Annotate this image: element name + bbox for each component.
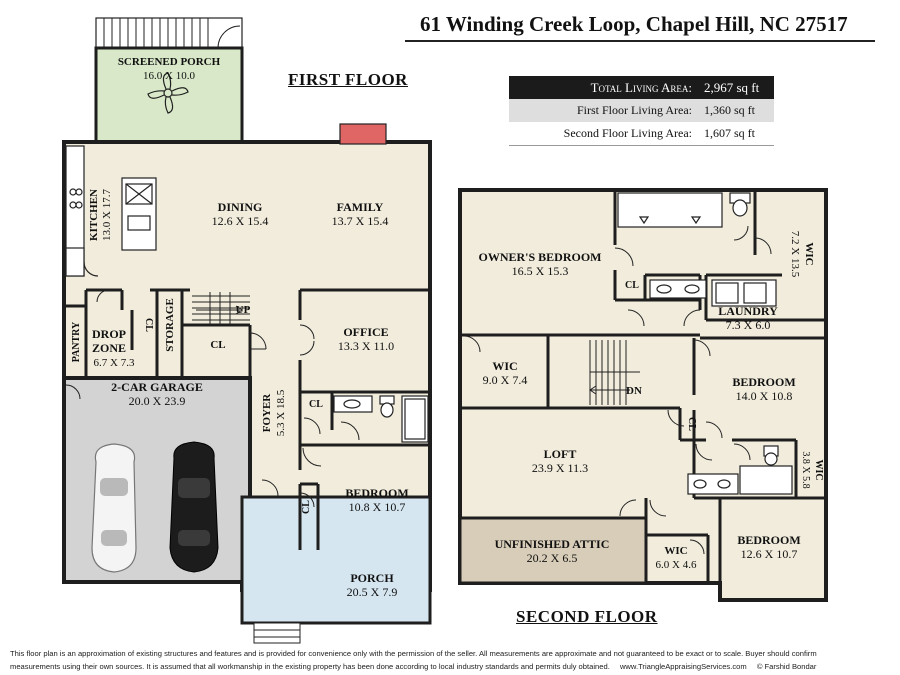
laundry-dim: 7.3 X 6.0 (726, 318, 771, 332)
foyer-label: FOYER (261, 393, 273, 433)
second-floor-plan: OWNER'S BEDROOM 16.5 X 15.3 WIC 7.2 X 13… (458, 188, 828, 602)
second-floor-area-row: Second Floor Living Area: 1,607 sq ft (509, 122, 774, 146)
owner-bath-fixtures (617, 192, 777, 307)
bedroom3-dim: 12.6 X 10.7 (741, 547, 798, 561)
dining-dim: 12.6 X 15.4 (212, 214, 269, 228)
total-area-value: 2,967 sq ft (698, 76, 774, 99)
dining-label: DINING (218, 200, 263, 214)
garage-dim: 20.0 X 23.9 (129, 394, 186, 408)
first-floor-title: FIRST FLOOR (288, 70, 408, 89)
office-label: OFFICE (343, 325, 388, 339)
second-floor-area-value: 1,607 sq ft (698, 122, 774, 146)
bedroom-closet-label: CL (301, 500, 312, 514)
pantry-label: PANTRY (71, 321, 82, 362)
kitchen-fixtures (65, 145, 157, 277)
office-dim: 13.3 X 11.0 (338, 339, 394, 353)
bedroom3-wic-dim: 6.0 X 4.6 (656, 559, 697, 571)
hall-closet-label: CL (686, 417, 697, 431)
drop-zone-dim: 6.7 X 7.3 (94, 357, 135, 369)
wic-left-label: WIC (492, 359, 517, 373)
loft-label: LOFT (544, 447, 577, 461)
family-label: FAMILY (337, 200, 384, 214)
kitchen-dim: 13.0 X 17.7 (101, 189, 113, 241)
owners-bedroom-label: OWNER'S BEDROOM (478, 250, 601, 264)
first-floor-area-row: First Floor Living Area: 1,360 sq ft (509, 99, 774, 122)
screened-porch-dim: 16.0 X 10.0 (143, 70, 195, 82)
screened-porch-area (94, 46, 244, 144)
fireplace-icon (339, 123, 387, 145)
attic-dim: 20.2 X 6.5 (527, 551, 578, 565)
stairs-up-label: UP (236, 304, 251, 316)
bedroom3-wic-label: WIC (664, 545, 687, 557)
white-car-icon (91, 443, 137, 573)
bedroom-dim: 10.8 X 10.7 (349, 500, 406, 514)
living-area-table: Total Living Area: 2,967 sq ft First Flo… (509, 76, 774, 146)
bedroom-label: BEDROOM (345, 486, 408, 500)
wic-left-dim: 9.0 X 7.4 (483, 373, 528, 387)
small-wic-label: WIC (813, 459, 824, 480)
disclaimer-line-2-row: measurements using their own sources. It… (10, 660, 890, 673)
first-floor-doors (65, 289, 360, 508)
website-link[interactable]: www.TriangleAppraisingServices.com (619, 662, 747, 671)
storage-label: STORAGE (164, 298, 176, 352)
first-floor-area-value: 1,360 sq ft (698, 99, 774, 122)
deck-stairs (95, 17, 243, 49)
garage-label: 2-CAR GARAGE (111, 380, 203, 394)
family-dim: 13.7 X 15.4 (332, 214, 389, 228)
loft-dim: 23.9 X 11.3 (532, 461, 588, 475)
stair-closet-label: CL (210, 339, 225, 351)
small-wic-dim: 3.8 X 5.8 (800, 451, 811, 488)
drop-zone-label-1: DROP (92, 327, 126, 341)
first-floor-stairs (192, 292, 250, 325)
disclaimer-text: This floor plan is an approximation of e… (10, 647, 890, 673)
total-area-row: Total Living Area: 2,967 sq ft (509, 76, 774, 99)
bedroom2-label: BEDROOM (732, 375, 795, 389)
porch-steps (253, 622, 301, 644)
porch-label: PORCH (350, 571, 394, 585)
first-floor-bath (333, 395, 429, 443)
owner-wic-label: WIC (803, 242, 815, 265)
first-floor-walls (64, 288, 430, 550)
second-floor-doors (463, 225, 772, 555)
porch-dim: 20.5 X 7.9 (347, 585, 398, 599)
hall-bath-fixtures (687, 445, 793, 495)
second-floor-area-label: Second Floor Living Area: (509, 122, 698, 146)
disclaimer-line-1: This floor plan is an approximation of e… (10, 649, 817, 658)
first-floor-area-label: First Floor Living Area: (509, 99, 698, 122)
ceiling-fan-icon (147, 72, 189, 114)
owners-bedroom-dim: 16.5 X 15.3 (512, 264, 569, 278)
screened-porch-label: SCREENED PORCH (118, 56, 221, 68)
attic-area (458, 516, 648, 585)
attic-label: UNFINISHED ATTIC (495, 537, 610, 551)
foyer-dim: 5.3 X 18.5 (275, 389, 287, 436)
copyright-text: © Farshid Bondar (756, 662, 817, 671)
drop-zone-label-2: ZONE (92, 341, 126, 355)
kitchen-label: KITCHEN (88, 189, 100, 241)
owner-closet-label: CL (625, 280, 639, 291)
laundry-label: LAUNDRY (718, 304, 778, 318)
second-floor-stairs (589, 340, 640, 405)
stairs-down-label: DN (626, 385, 642, 397)
owner-wic-dim: 7.2 X 13.5 (789, 231, 801, 278)
property-address: 61 Winding Creek Loop, Chapel Hill, NC 2… (420, 12, 848, 36)
title-underline (405, 40, 875, 42)
bedroom2-dim: 14.0 X 10.8 (736, 389, 793, 403)
porch-area (240, 495, 432, 625)
total-area-label: Total Living Area: (509, 76, 698, 99)
disclaimer-line-2: measurements using their own sources. It… (10, 662, 610, 671)
first-floor-plan: SCREENED PORCH 16.0 X 10.0 DINING 12.6 X… (62, 17, 432, 644)
bedroom3-label: BEDROOM (737, 533, 800, 547)
closet-drop-label: CL (143, 318, 154, 332)
bath-closet-label: CL (309, 399, 323, 410)
second-floor-title: SECOND FLOOR (516, 607, 658, 626)
black-car-icon (169, 441, 219, 573)
second-floor-walls (460, 190, 826, 600)
